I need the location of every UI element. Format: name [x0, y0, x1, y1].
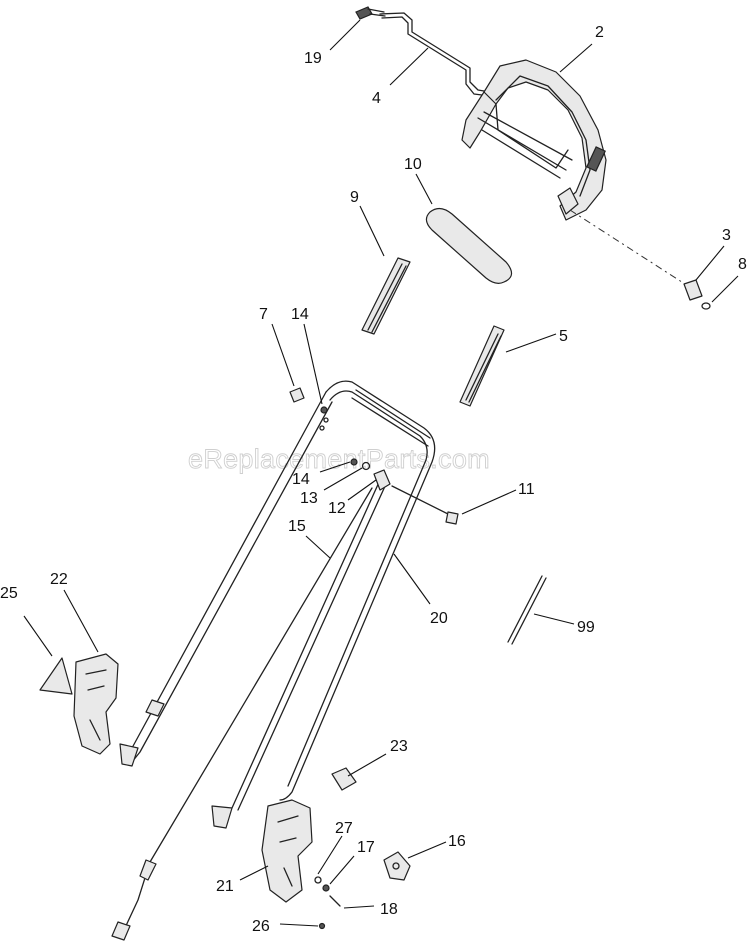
hardware-cluster-12-13-14[interactable] [350, 458, 391, 491]
callout-4[interactable]: 4 [372, 90, 381, 107]
callout-27[interactable]: 27 [335, 820, 353, 837]
part-27-washer[interactable] [314, 876, 322, 884]
part-18-bolt[interactable] [329, 895, 341, 907]
callout-20[interactable]: 20 [430, 610, 448, 627]
part-21-right-bracket[interactable] [261, 799, 313, 903]
callout-22[interactable]: 22 [50, 571, 68, 588]
callout-19[interactable]: 19 [304, 50, 322, 67]
part-2-upper-handle[interactable] [461, 59, 607, 221]
callout-2[interactable]: 2 [595, 24, 604, 41]
part-14-screw-upper[interactable] [320, 406, 328, 414]
part-99-cable-tie[interactable] [507, 575, 547, 645]
callout-14-upper[interactable]: 14 [291, 306, 309, 323]
callout-14-lower[interactable]: 14 [292, 471, 310, 488]
part-25-wedge[interactable] [39, 657, 73, 695]
callout-25[interactable]: 25 [0, 585, 18, 602]
callout-7[interactable]: 7 [259, 306, 268, 323]
part-20-lower-handle[interactable] [119, 380, 436, 829]
part-15-cable[interactable] [111, 487, 373, 941]
part-3-pivot-pin[interactable] [683, 279, 703, 301]
callout-9[interactable]: 9 [350, 189, 359, 206]
callout-8[interactable]: 8 [738, 256, 747, 273]
callout-labels: 19 4 2 10 9 3 8 7 14 5 14 13 12 11 15 20… [0, 24, 747, 935]
watermark: eReplacementParts.com [188, 444, 490, 474]
part-9-strip[interactable] [361, 257, 411, 335]
callout-15[interactable]: 15 [288, 518, 306, 535]
part-10-grip-pad[interactable] [425, 207, 513, 284]
callout-17[interactable]: 17 [357, 839, 375, 856]
callout-26[interactable]: 26 [252, 918, 270, 935]
assembly-axis-line [569, 209, 689, 287]
callout-3[interactable]: 3 [722, 227, 731, 244]
callout-16[interactable]: 16 [448, 833, 466, 850]
part-7-clip[interactable] [289, 387, 305, 403]
part-16-knob[interactable] [383, 851, 411, 881]
callout-18[interactable]: 18 [380, 901, 398, 918]
part-26-screw[interactable] [318, 922, 326, 930]
callout-13[interactable]: 13 [300, 490, 318, 507]
part-4-control-rod[interactable] [379, 12, 491, 97]
callout-23[interactable]: 23 [390, 738, 408, 755]
part-17-nut[interactable] [322, 884, 330, 892]
part-8-washer[interactable] [701, 302, 711, 310]
callout-99[interactable]: 99 [577, 619, 595, 636]
callout-21[interactable]: 21 [216, 878, 234, 895]
part-11-bolt[interactable] [391, 485, 459, 525]
part-22-left-bracket[interactable] [73, 653, 119, 755]
part-5-strip[interactable] [459, 325, 505, 407]
callout-12[interactable]: 12 [328, 500, 346, 517]
part-19-spring-pin[interactable] [355, 6, 386, 20]
part-23-clip[interactable] [331, 767, 357, 791]
callout-10[interactable]: 10 [404, 156, 422, 173]
callout-5[interactable]: 5 [559, 328, 568, 345]
callout-11[interactable]: 11 [518, 481, 535, 498]
leader-lines [23, 19, 739, 927]
